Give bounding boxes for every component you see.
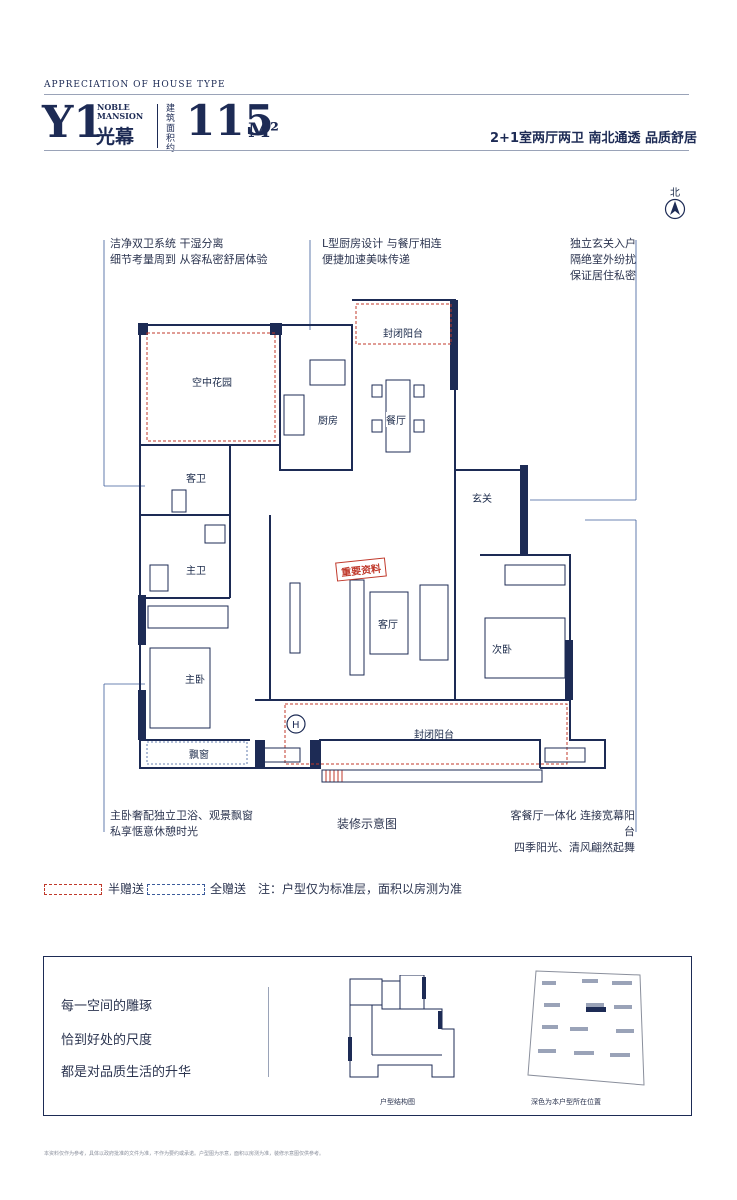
- floor-plan: H: [103, 240, 637, 832]
- site-caption: 深色为本户型所在位置: [531, 1098, 601, 1106]
- room-second-bed: 次卧: [492, 641, 512, 656]
- info-panel: 每一空间的雕琢 恰到好处的尺度 都是对品质生活的升华 户型结构图 深色为本户型所…: [43, 956, 692, 1116]
- callout-master: 主卧奢配独立卫浴、观景飘窗 私享惬意休憩时光: [110, 808, 253, 840]
- callout-kitchen: L型厨房设计 与餐厅相连 便捷加速美味传递: [322, 236, 442, 268]
- plan-caption: 户型结构图: [380, 1098, 415, 1106]
- callout-line: 便捷加速美味传递: [322, 253, 410, 266]
- callout-line: 保证居住私密: [570, 269, 636, 282]
- callout-line: 洁净双卫系统 干湿分离: [110, 237, 224, 250]
- room-balcony-bottom: 封闭阳台: [414, 730, 454, 741]
- floor-note: 注：户型仅为标准层，面积以房测为准: [258, 882, 463, 896]
- callout-line: 私享惬意休憩时光: [110, 825, 198, 838]
- fine-print: 本资料仅作为参考，具体以政府批准的文件为准，不作为要约或承诺。户型图为示意，面积…: [44, 1151, 325, 1157]
- compass-label: 北: [670, 188, 680, 199]
- panel-line-2: 恰到好处的尺度: [61, 1033, 153, 1048]
- unit-code: Y1: [42, 97, 105, 148]
- unit-name-cn: 光幕: [96, 126, 135, 148]
- panel-line-1: 每一空间的雕琢: [61, 999, 153, 1014]
- room-master-bath: 主卫: [186, 566, 206, 577]
- room-master-bed: 主卧: [185, 671, 205, 686]
- name-en-line1: NOBLE: [97, 102, 130, 112]
- decoration-caption: 装修示意图: [337, 817, 398, 831]
- callout-line: 细节考量周到 从容私密舒居体验: [110, 253, 268, 266]
- full-gift-swatch: [147, 884, 205, 895]
- callout-living: 客餐厅一体化 连接宽幕阳台 四季阳光、清风翩然起舞: [503, 808, 636, 856]
- site-map: [527, 970, 645, 1086]
- mini-floor-plan: [348, 975, 455, 1078]
- full-gift-label: 全赠送: [210, 882, 247, 896]
- half-gift-swatch: [44, 884, 102, 895]
- callout-line: 独立玄关入户: [570, 237, 636, 250]
- room-garden: 空中花园: [192, 378, 232, 389]
- callout-bathroom: 洁净双卫系统 干湿分离 细节考量周到 从容私密舒居体验: [110, 236, 268, 268]
- svg-text:H: H: [292, 720, 300, 731]
- callout-foyer: 独立玄关入户 隔绝室外纷扰 保证居住私密: [570, 236, 636, 284]
- callout-line: 主卧奢配独立卫浴、观景飘窗: [110, 809, 253, 822]
- callout-line: 隔绝室外纷扰: [570, 253, 636, 266]
- room-guest-bath: 客卫: [186, 474, 206, 485]
- panel-line-3: 都是对品质生活的升华: [61, 1065, 192, 1080]
- panel-divider: [268, 987, 269, 1077]
- header-bottom-divider: [44, 150, 689, 151]
- area-value: 115: [186, 96, 274, 145]
- area-unit: M²: [248, 118, 279, 142]
- half-gift-label: 半赠送: [108, 882, 145, 896]
- room-dining: 餐厅: [386, 412, 406, 427]
- room-living: 客厅: [378, 616, 398, 631]
- name-en-line2: MANSION: [97, 111, 144, 121]
- header-separator: [157, 104, 158, 148]
- unit-name-en: NOBLE MANSION: [97, 103, 143, 121]
- callout-line: 客餐厅一体化 连接宽幕阳台: [510, 809, 636, 838]
- north-arrow-icon: [664, 198, 686, 220]
- room-balcony-top: 封闭阳台: [383, 329, 423, 340]
- slogan: 2+1室两厅两卫 南北通透 品质舒居: [490, 131, 698, 146]
- room-kitchen: 厨房: [318, 416, 338, 427]
- area-label: 建筑面积约: [166, 104, 176, 154]
- room-foyer: 玄关: [472, 494, 492, 505]
- subtitle-en: APPRECIATION OF HOUSE TYPE: [44, 80, 226, 90]
- callout-line: 四季阳光、清风翩然起舞: [514, 841, 635, 854]
- callout-line: L型厨房设计 与餐厅相连: [322, 237, 442, 250]
- room-bay-window: 飘窗: [189, 750, 209, 761]
- header-divider: [44, 94, 689, 95]
